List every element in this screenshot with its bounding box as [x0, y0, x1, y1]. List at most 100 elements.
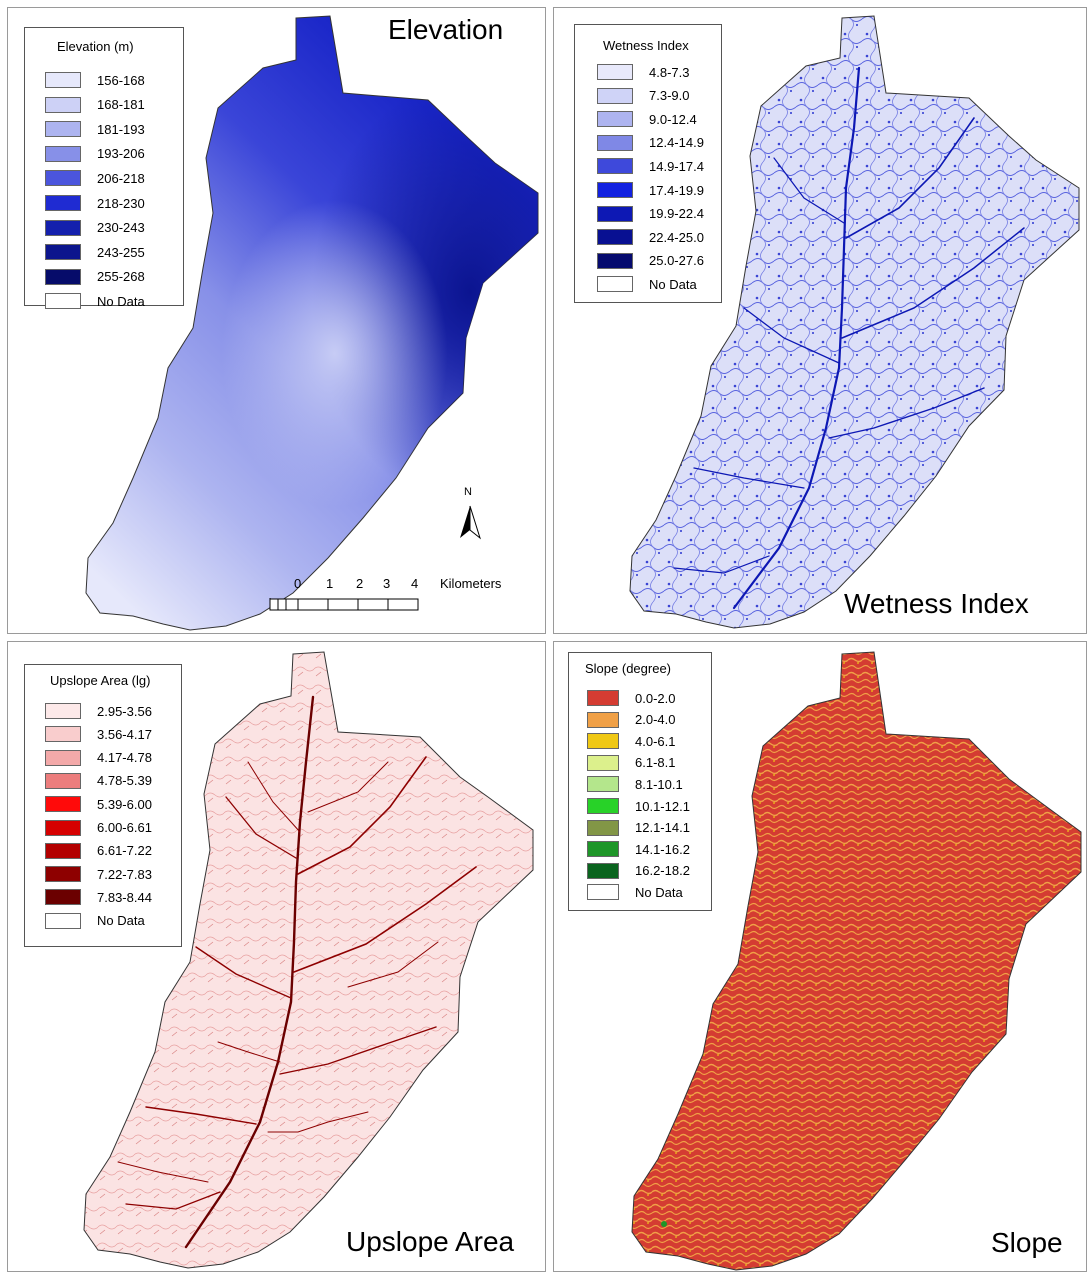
wetness-channels [673, 66, 1025, 610]
wetness-legend-label: 25.0-27.6 [649, 253, 704, 269]
elevation-legend-label: 156-168 [97, 72, 145, 88]
upslope-legend-row: 7.22-7.83 [45, 865, 152, 883]
upslope-legend-label: 6.00-6.61 [97, 820, 152, 835]
elevation-legend-swatch [45, 72, 81, 88]
slope-legend-row: No Data [587, 883, 683, 901]
slope-panel: Slope Slope (degree) 0.0-2.0 2.0-4.0 4.0-6… [553, 641, 1087, 1272]
upslope-legend-label: 6.61-7.22 [97, 843, 152, 859]
slope-legend-title: Slope (degree) [585, 661, 671, 676]
slope-legend-label: 2.0-4.0 [635, 712, 676, 728]
slope-legend-swatch [587, 776, 619, 793]
scale-bar: 0 1 2 3 4 Kilometers [268, 576, 538, 616]
upslope-legend-row: 4.17-4.78 [45, 749, 152, 767]
elevation-legend-row: 243-255 [45, 243, 145, 261]
slope-legend-label: 10.1-12.1 [635, 798, 690, 814]
wetness-legend-swatch [597, 182, 633, 198]
wetness-legend-label: 12.4-14.9 [649, 135, 704, 151]
wetness-legend-row: 22.4-25.0 [597, 228, 704, 246]
wetness-legend-swatch [597, 134, 633, 151]
slope-legend-label: 0.0-2.0 [635, 690, 676, 706]
slope-legend-label: 6.1-8.1 [635, 755, 676, 771]
slope-legend-row: 8.1-10.1 [587, 775, 683, 793]
wetness-legend-row: 12.4-14.9 [597, 134, 704, 152]
slope-legend-row: 10.1-12.1 [587, 797, 690, 815]
elevation-legend-label: 243-255 [97, 244, 145, 260]
slope-legend-swatch [587, 690, 619, 706]
upslope-legend-swatch [45, 749, 81, 766]
wetness-legend-title: Wetness Index [603, 38, 689, 53]
upslope-legend-label: 7.83-8.44 [97, 889, 152, 905]
upslope-legend-title: Upslope Area (lg) [50, 673, 151, 688]
upslope-legend-swatch [45, 796, 81, 813]
elevation-legend-label: 255-268 [97, 269, 145, 285]
wetness-legend-row: No Data [597, 275, 697, 293]
wetness-legend-label: 14.9-17.4 [649, 158, 704, 174]
slope-legend-swatch [587, 711, 619, 728]
upslope-legend-swatch [45, 912, 81, 929]
elevation-legend-label: 193-206 [97, 146, 145, 162]
elevation-legend-label: 218-230 [97, 195, 145, 211]
wetness-legend-row: 17.4-19.9 [597, 181, 704, 199]
slope-legend-row: 6.1-8.1 [587, 754, 675, 772]
upslope-legend-swatch [45, 866, 81, 883]
upslope-legend-row: 2.95-3.56 [45, 702, 152, 720]
upslope-legend-swatch [45, 842, 81, 859]
slope-map [631, 651, 1082, 1271]
wetness-panel: Wetness Index Wetness Index 4.8-7.3 7.3-9… [553, 7, 1087, 634]
upslope-legend-row: 6.00-6.61 [45, 819, 152, 837]
wetness-legend-swatch [597, 158, 633, 175]
wetness-legend-label: 4.8-7.3 [649, 64, 690, 80]
wetness-legend-swatch [597, 64, 633, 80]
scale-bar-graphic [269, 598, 419, 611]
scale-tick: 3 [383, 576, 391, 591]
scale-tick: 1 [326, 576, 334, 591]
elevation-map [85, 15, 539, 631]
upslope-legend-label: 5.39-6.00 [97, 796, 152, 812]
upslope-legend-row: 4.78-5.39 [45, 772, 152, 790]
slope-legend-row: 0.0-2.0 [587, 689, 675, 707]
elevation-legend-label: No Data [97, 293, 145, 309]
slope-legend-swatch [587, 733, 619, 750]
slope-legend-label: 16.2-18.2 [635, 863, 690, 879]
wetness-legend-swatch [597, 276, 633, 293]
elevation-legend-row: 230-243 [45, 219, 145, 237]
upslope-legend-row: No Data [45, 912, 145, 930]
upslope-title: Upslope Area [346, 1226, 515, 1257]
slope-steep-spot [661, 1221, 667, 1227]
upslope-legend-label: No Data [97, 913, 145, 929]
elevation-legend-row: 168-181 [45, 96, 145, 114]
elevation-legend-swatch [45, 121, 81, 138]
wetness-legend-swatch [597, 87, 633, 104]
upslope-map [83, 651, 534, 1269]
upslope-legend-swatch [45, 726, 81, 743]
slope-legend-swatch [587, 862, 619, 879]
slope-legend-label: 4.0-6.1 [635, 733, 676, 749]
upslope-legend-swatch [45, 772, 81, 789]
elevation-legend-swatch [45, 268, 81, 285]
wetness-title: Wetness Index [844, 588, 1029, 619]
slope-legend-label: No Data [635, 884, 683, 900]
slope-title: Slope [991, 1227, 1063, 1258]
wetness-legend-row: 14.9-17.4 [597, 157, 704, 175]
elevation-legend-swatch [45, 170, 81, 187]
wetness-legend-label: 19.9-22.4 [649, 206, 704, 222]
scale-tick: 0 [294, 576, 302, 591]
elevation-legend-title: Elevation (m) [57, 39, 134, 54]
slope-legend-swatch [587, 884, 619, 901]
wetness-legend-row: 7.3-9.0 [597, 87, 689, 105]
elevation-legend-row: No Data [45, 292, 145, 310]
slope-legend-swatch [587, 754, 619, 771]
slope-legend-row: 12.1-14.1 [587, 819, 690, 837]
elevation-legend-swatch [45, 145, 81, 162]
wetness-legend-swatch [597, 205, 633, 222]
elevation-legend-row: 255-268 [45, 268, 145, 286]
scale-units: Kilometers [440, 576, 502, 591]
upslope-legend-label: 4.17-4.78 [97, 750, 152, 766]
slope-legend-swatch [587, 819, 619, 836]
upslope-legend-row: 6.61-7.22 [45, 842, 152, 860]
elevation-title: Elevation [388, 14, 504, 45]
elevation-legend-swatch [45, 219, 81, 236]
elevation-legend-row: 181-193 [45, 120, 145, 138]
upslope-legend-swatch [45, 703, 81, 719]
